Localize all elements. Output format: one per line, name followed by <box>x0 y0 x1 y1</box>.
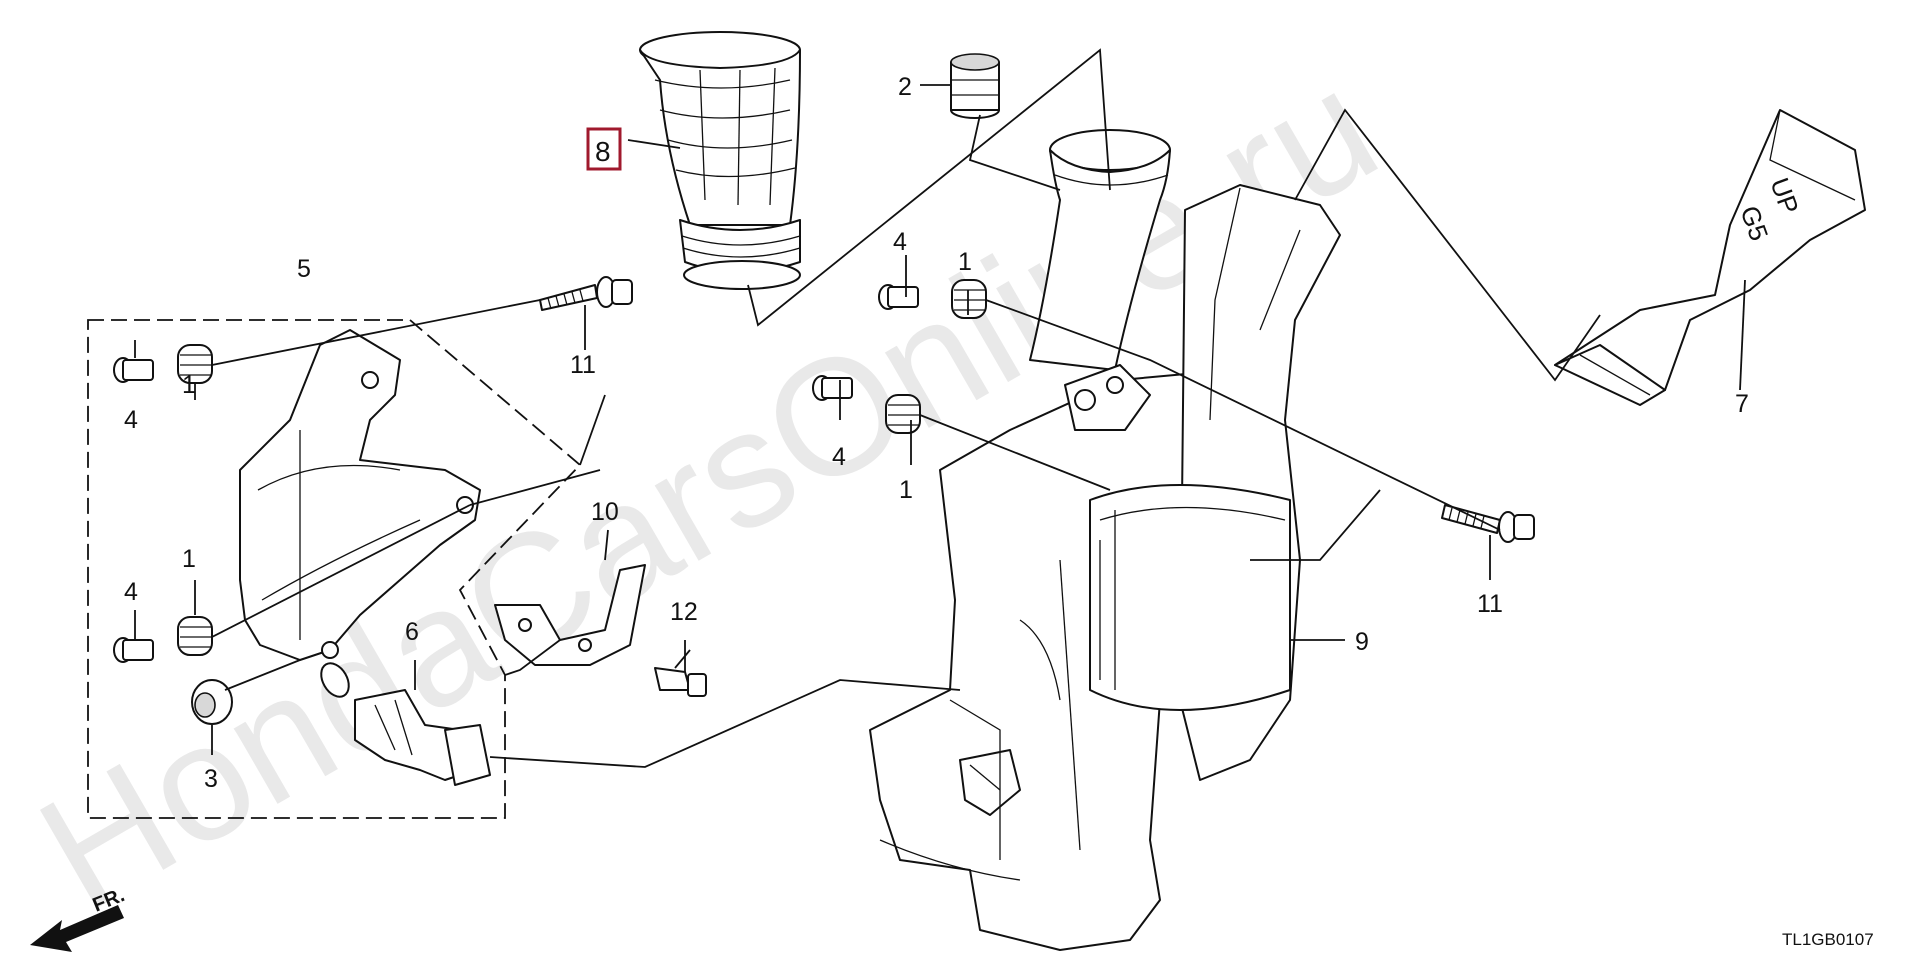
part-7-air-guide[interactable]: UP G5 <box>1554 109 1866 406</box>
label-3[interactable]: 3 <box>204 765 218 793</box>
part-8-intake-duct[interactable] <box>639 31 801 290</box>
label-6[interactable]: 6 <box>405 618 419 646</box>
part-11-bolt-right[interactable] <box>1441 504 1535 543</box>
diagram-code: TL1GB0107 <box>1782 930 1874 949</box>
part-5-resonator[interactable] <box>239 329 481 702</box>
label-4-d[interactable]: 4 <box>832 443 846 471</box>
part-8-highlight-box <box>586 127 622 171</box>
part-3-grommet[interactable] <box>191 679 233 725</box>
label-1-d[interactable]: 1 <box>899 476 913 504</box>
label-5[interactable]: 5 <box>297 255 311 283</box>
label-2[interactable]: 2 <box>898 73 912 101</box>
label-12[interactable]: 12 <box>670 598 698 626</box>
label-11-right[interactable]: 11 <box>1477 590 1503 618</box>
part-10-bracket[interactable] <box>494 564 646 666</box>
leader-lines <box>134 48 1746 768</box>
part-4-collar-b[interactable] <box>113 637 154 663</box>
front-arrow-icon <box>30 905 124 952</box>
part-5-assembly-outline <box>87 319 582 819</box>
label-4-b[interactable]: 4 <box>124 578 138 606</box>
label-8[interactable]: 8 <box>595 136 611 167</box>
part-1-grommet-d[interactable] <box>885 394 921 434</box>
label-10[interactable]: 10 <box>591 498 619 526</box>
part-9-air-chamber[interactable] <box>869 129 1341 951</box>
part-2-grommet[interactable] <box>950 53 1000 119</box>
label-7[interactable]: 7 <box>1735 390 1749 418</box>
label-1-c[interactable]: 1 <box>958 248 972 276</box>
label-1-a[interactable]: 1 <box>182 371 196 399</box>
label-1-b[interactable]: 1 <box>182 545 196 573</box>
part-1-grommet-c[interactable] <box>951 279 987 319</box>
part-4-collar-d[interactable] <box>812 375 853 401</box>
part-1-grommet-b[interactable] <box>177 616 213 656</box>
part-4-collar-a[interactable] <box>113 357 154 383</box>
part-4-collar-c[interactable] <box>878 284 919 310</box>
part-11-bolt-upper[interactable] <box>539 276 633 311</box>
label-11-upper[interactable]: 11 <box>570 351 596 379</box>
part-12-bolt[interactable] <box>654 667 707 697</box>
label-4-a[interactable]: 4 <box>124 406 138 434</box>
label-9[interactable]: 9 <box>1355 628 1369 656</box>
part-6-elbow[interactable] <box>354 689 491 786</box>
label-4-c[interactable]: 4 <box>893 228 907 256</box>
